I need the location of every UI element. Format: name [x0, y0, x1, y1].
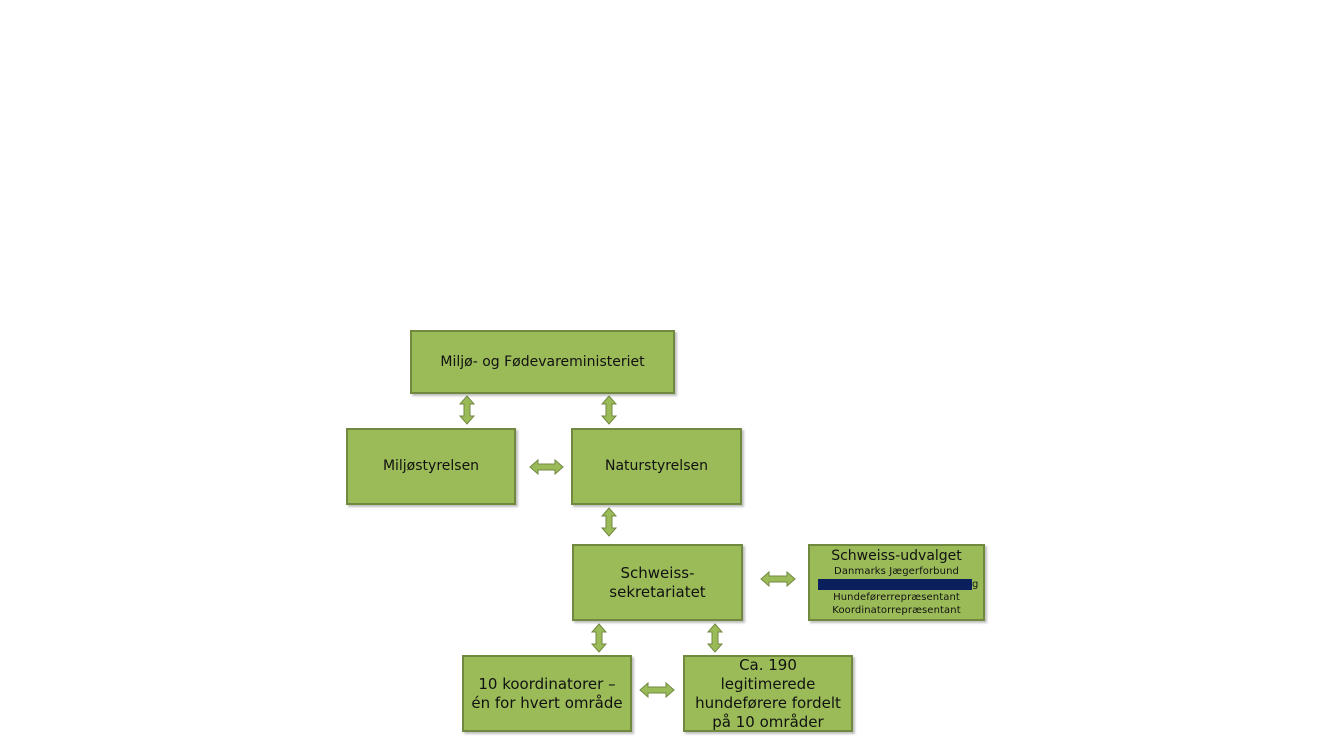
arrow-ministry-naturstyrelsen — [600, 395, 618, 425]
node-ministry: Miljø- og Fødevareministeriet — [410, 330, 675, 394]
arrow-sekretariat-koordinatorer — [590, 623, 608, 653]
arrow-ministry-miljostyrelsen — [458, 395, 476, 425]
arrow-sekretariat-hundeforere — [706, 623, 724, 653]
node-sekretariat: Schweiss- sekretariatet — [572, 544, 743, 621]
node-naturstyrelsen: Naturstyrelsen — [571, 428, 742, 505]
udvalg-member: Koordinatorrepræsentant — [832, 605, 961, 616]
node-koordinatorer: 10 koordinatorer – én for hvert område — [462, 655, 632, 732]
node-udvalg: Schweiss-udvalget Danmarks Jægerforbund … — [808, 544, 985, 621]
redaction-bar — [818, 579, 972, 590]
redacted-member-tail: g — [972, 579, 979, 590]
udvalg-member: Danmarks Jægerforbund — [834, 566, 959, 577]
node-sekretariat-label: Schweiss- sekretariatet — [609, 563, 706, 601]
node-udvalg-title: Schweiss-udvalget — [831, 548, 962, 564]
node-naturstyrelsen-label: Naturstyrelsen — [605, 458, 708, 474]
node-miljostyrelsen-label: Miljøstyrelsen — [382, 458, 480, 474]
udvalg-redacted-member: g — [810, 578, 983, 591]
node-ministry-label: Miljø- og Fødevareministeriet — [440, 353, 645, 370]
arrow-naturstyrelsen-sekretariat — [600, 507, 618, 537]
node-miljostyrelsen: Miljøstyrelsen — [346, 428, 516, 505]
node-koordinatorer-label: 10 koordinatorer – én for hvert område — [471, 674, 623, 712]
udvalg-member: Hundeførerrepræsentant — [833, 592, 960, 603]
node-hundeforere-label: Ca. 190 legitimerede hundeførere fordelt… — [695, 655, 841, 731]
arrow-koordinatorer-hundeforere — [639, 681, 675, 699]
arrow-miljostyrelsen-naturstyrelsen — [529, 458, 564, 476]
arrow-sekretariat-udvalg — [760, 570, 796, 588]
node-hundeforere: Ca. 190 legitimerede hundeførere fordelt… — [683, 655, 853, 732]
